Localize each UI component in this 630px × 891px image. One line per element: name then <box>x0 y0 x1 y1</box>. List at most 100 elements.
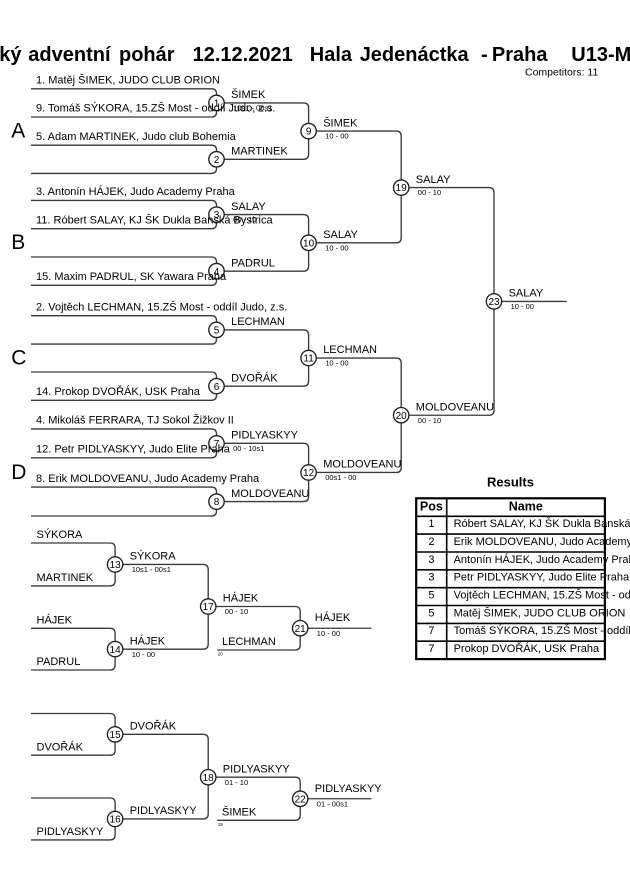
svg-text:23: 23 <box>488 297 500 308</box>
svg-text:Petr PIDLYASKYY, Judo Elite Pr: Petr PIDLYASKYY, Judo Elite Praha <box>454 572 630 584</box>
svg-text:Matěj ŠIMEK, JUDO CLUB ORION: Matěj ŠIMEK, JUDO CLUB ORION <box>454 606 626 619</box>
svg-text:7: 7 <box>428 625 434 637</box>
svg-text:16: 16 <box>110 815 122 826</box>
svg-text:Tomáš SÝKORA, 15.ZŠ Most - odd: Tomáš SÝKORA, 15.ZŠ Most - oddíl Judo, z… <box>454 624 630 637</box>
svg-text:7: 7 <box>214 439 220 450</box>
svg-text:10s1 - 00s1: 10s1 - 00s1 <box>132 565 171 574</box>
svg-text:adventní: adventní <box>28 44 112 66</box>
svg-text:HÁJEK: HÁJEK <box>37 614 73 627</box>
svg-text:ký: ký <box>0 44 22 66</box>
svg-text:SÝKORA: SÝKORA <box>37 528 84 541</box>
svg-text:PIDLYASKYY: PIDLYASKYY <box>37 826 105 838</box>
svg-text:20: 20 <box>396 411 408 422</box>
svg-text:10 - 00: 10 - 00 <box>325 243 348 252</box>
svg-text:9: 9 <box>306 127 312 138</box>
svg-text:5. Adam MARTINEK, Judo club Bo: 5. Adam MARTINEK, Judo club Bohemia <box>36 131 237 143</box>
svg-text:Competitors: 11: Competitors: 11 <box>525 67 598 79</box>
svg-text:Praha: Praha <box>492 44 548 66</box>
svg-text:ŠIMEK: ŠIMEK <box>231 88 266 101</box>
svg-text:PIDLYASKYY: PIDLYASKYY <box>315 783 383 795</box>
svg-text:LECHMAN: LECHMAN <box>323 344 377 356</box>
svg-text:Results: Results <box>487 475 534 490</box>
svg-text:10 - 00: 10 - 00 <box>325 359 348 368</box>
svg-text:C: C <box>11 346 26 369</box>
svg-text:Pos: Pos <box>420 500 443 514</box>
svg-text:6: 6 <box>214 382 220 393</box>
svg-text:Antonín HÁJEK, Judo Academy Pr: Antonín HÁJEK, Judo Academy Praha <box>454 553 630 566</box>
svg-text:19: 19 <box>396 183 408 194</box>
svg-text:Vojtěch LECHMAN, 15.ZŠ Most -: Vojtěch LECHMAN, 15.ZŠ Most - oddíl Judo… <box>454 589 630 602</box>
svg-text:MARTINEK: MARTINEK <box>231 146 288 158</box>
svg-text:21: 21 <box>295 624 307 635</box>
svg-text:-: - <box>481 44 488 66</box>
svg-text:DVOŘÁK: DVOŘÁK <box>231 371 278 384</box>
svg-text:00 - 10: 00 - 10 <box>418 416 441 425</box>
svg-text:12: 12 <box>303 468 315 479</box>
svg-text:PADRUL: PADRUL <box>37 656 81 668</box>
svg-text:00 - 10: 00 - 10 <box>418 188 441 197</box>
svg-text:SALAY: SALAY <box>231 201 266 213</box>
svg-text:2: 2 <box>214 155 220 166</box>
svg-text:1: 1 <box>428 518 434 530</box>
svg-text:3. Antonín HÁJEK, Judo Academy: 3. Antonín HÁJEK, Judo Academy Praha <box>36 185 236 198</box>
svg-text:2: 2 <box>428 536 434 548</box>
svg-text:00 - 10s1: 00 - 10s1 <box>233 444 264 453</box>
svg-text:18: 18 <box>203 773 215 784</box>
svg-text:11. Róbert SALAY, KJ ŠK Dukla: 11. Róbert SALAY, KJ ŠK Dukla Banská Bys… <box>36 213 273 226</box>
svg-text:LECHMAN: LECHMAN <box>231 316 285 328</box>
svg-text:9. Tomáš SÝKORA, 15.ZŠ Most -: 9. Tomáš SÝKORA, 15.ZŠ Most - oddíl Judo… <box>36 102 275 115</box>
svg-text:10 - 00: 10 - 00 <box>511 302 534 311</box>
svg-text:8. Erik MOLDOVEANU, Judo Acade: 8. Erik MOLDOVEANU, Judo Academy Praha <box>36 473 260 485</box>
svg-text:PADRUL: PADRUL <box>231 257 275 269</box>
svg-text:LECHMAN: LECHMAN <box>222 636 276 648</box>
svg-text:Prokop DVOŘÁK, USK Praha: Prokop DVOŘÁK, USK Praha <box>454 642 600 655</box>
svg-text:10s1 - 00s1: 10s1 - 00s1 <box>233 104 272 113</box>
svg-text:5: 5 <box>214 326 220 337</box>
svg-text:PIDLYASKYY: PIDLYASKYY <box>231 430 299 442</box>
svg-text:HÁJEK: HÁJEK <box>130 634 166 647</box>
svg-text:10 - 00: 10 - 00 <box>325 132 348 141</box>
svg-text:19: 19 <box>218 822 224 827</box>
svg-text:SALAY: SALAY <box>509 288 544 300</box>
svg-text:4. Mikoláš FERRARA, TJ Sokol Ž: 4. Mikoláš FERRARA, TJ Sokol Žižkov II <box>36 414 234 427</box>
svg-text:Name: Name <box>509 500 543 514</box>
svg-text:00 - 10: 00 - 10 <box>225 607 248 616</box>
svg-text:DVOŘÁK: DVOŘÁK <box>37 740 84 753</box>
svg-text:12.12.2021: 12.12.2021 <box>193 44 293 66</box>
svg-text:ŠIMEK: ŠIMEK <box>323 116 358 129</box>
svg-text:4: 4 <box>214 267 220 278</box>
svg-text:PIDLYASKYY: PIDLYASKYY <box>130 805 198 817</box>
svg-text:Jedenáctka: Jedenáctka <box>360 44 470 66</box>
svg-text:12. Petr PIDLYASKYY, Judo Elit: 12. Petr PIDLYASKYY, Judo Elite Praha <box>36 444 231 456</box>
svg-text:11: 11 <box>303 354 314 365</box>
svg-text:3: 3 <box>214 210 220 221</box>
svg-text:SALAY: SALAY <box>323 229 358 241</box>
svg-text:8: 8 <box>214 497 220 508</box>
svg-text:B: B <box>11 231 25 254</box>
svg-text:7: 7 <box>428 643 434 655</box>
svg-text:SÝKORA: SÝKORA <box>130 550 177 563</box>
svg-text:13: 13 <box>110 560 122 571</box>
svg-text:U13-M66: U13-M66 <box>571 44 630 66</box>
svg-text:MOLDOVEANU: MOLDOVEANU <box>416 401 494 413</box>
svg-text:A: A <box>11 119 25 142</box>
svg-text:10: 10 <box>303 238 315 249</box>
svg-text:1: 1 <box>214 99 220 110</box>
svg-text:MOLDOVEANU: MOLDOVEANU <box>231 488 309 500</box>
svg-text:PIDLYASKYY: PIDLYASKYY <box>223 763 291 775</box>
svg-text:17: 17 <box>203 602 215 613</box>
svg-text:ŠIMEK: ŠIMEK <box>222 806 257 819</box>
svg-text:Erik MOLDOVEANU, Judo Academy: Erik MOLDOVEANU, Judo Academy Praha <box>454 536 630 548</box>
svg-text:5: 5 <box>428 607 434 619</box>
svg-text:MOLDOVEANU: MOLDOVEANU <box>323 459 401 471</box>
svg-text:SALAY: SALAY <box>416 174 451 186</box>
svg-text:Hala: Hala <box>310 44 353 66</box>
svg-text:01 - 10: 01 - 10 <box>225 778 248 787</box>
svg-text:14: 14 <box>110 645 122 656</box>
svg-text:3: 3 <box>428 554 434 566</box>
svg-text:pohár: pohár <box>119 44 175 66</box>
svg-text:00s1 - 00: 00s1 - 00 <box>325 473 356 482</box>
svg-text:D: D <box>11 461 26 484</box>
svg-text:Róbert SALAY, KJ ŠK Dukla Bans: Róbert SALAY, KJ ŠK Dukla Banská Bystric… <box>454 517 630 530</box>
svg-text:20: 20 <box>218 652 224 657</box>
